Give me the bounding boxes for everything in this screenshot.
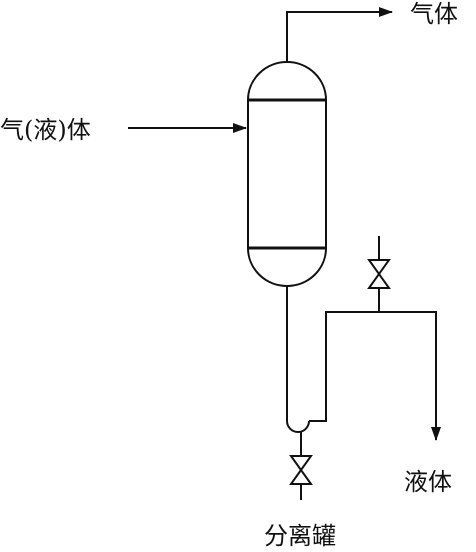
liquid-riser-line <box>309 311 441 441</box>
vent-valve-icon <box>367 259 391 289</box>
liquid-out-label: 液体 <box>404 468 452 496</box>
liquid-leg-line <box>286 286 310 433</box>
drain-valve-icon <box>289 455 313 485</box>
feed-in-label: 气(液)体 <box>0 116 91 144</box>
separator-vessel <box>247 61 327 287</box>
gas-out-label: 气体 <box>410 0 458 28</box>
gas-outlet-line <box>286 7 393 62</box>
separator-tank-label: 分离罐 <box>264 522 336 550</box>
